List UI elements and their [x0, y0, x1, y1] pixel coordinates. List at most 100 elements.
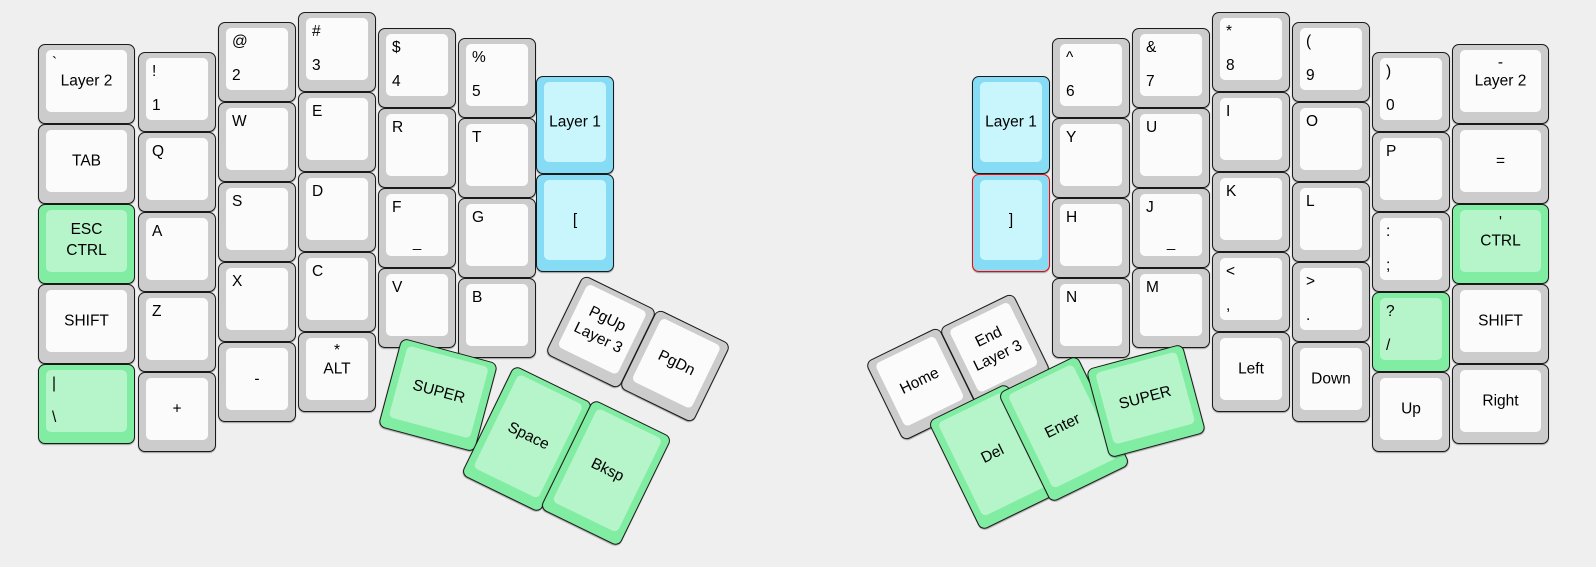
- key-5[interactable]: %5: [458, 38, 536, 118]
- keycap: L: [1300, 188, 1362, 250]
- key-7[interactable]: &7: [1132, 28, 1210, 108]
- key-r[interactable]: R: [378, 108, 456, 188]
- key-p[interactable]: P: [1372, 132, 1450, 212]
- key-period[interactable]: >.: [1292, 262, 1370, 342]
- keycap: D: [306, 178, 368, 240]
- key-g[interactable]: G: [458, 198, 536, 278]
- key-legend-top: N: [1066, 289, 1078, 306]
- key-quote-ctrl[interactable]: 'CTRL: [1452, 204, 1549, 284]
- key-plus[interactable]: +: [138, 372, 216, 452]
- key-legend-top: <: [1226, 263, 1236, 280]
- key-w[interactable]: W: [218, 102, 296, 182]
- keycap: Right: [1460, 370, 1541, 432]
- key-legend-top: %: [472, 49, 486, 66]
- key-slash[interactable]: ?/: [1372, 292, 1450, 372]
- key-legend-center: ALT: [323, 360, 351, 378]
- keycap: O: [1300, 108, 1362, 170]
- key-esc-ctrl[interactable]: ESC CTRL: [38, 204, 135, 284]
- keycap: SUPER: [388, 345, 489, 439]
- key-right[interactable]: Right: [1452, 364, 1549, 444]
- key-pipe-backslash[interactable]: |\: [38, 364, 135, 444]
- key-s[interactable]: S: [218, 182, 296, 262]
- key-legend-center: SUPER: [410, 376, 467, 407]
- key-legend-top: M: [1146, 279, 1159, 296]
- key-bracket-left[interactable]: [: [536, 174, 614, 272]
- key-shift-right[interactable]: SHIFT: [1452, 284, 1549, 364]
- key-legend-bottom: 7: [1146, 72, 1155, 90]
- keycap: !1: [146, 58, 208, 120]
- key-k[interactable]: K: [1212, 172, 1290, 252]
- key-legend-top: X: [232, 273, 243, 290]
- keycap: Up: [1380, 378, 1442, 440]
- key-j[interactable]: J_: [1132, 188, 1210, 268]
- key-bracket-right[interactable]: ]: [972, 174, 1050, 272]
- key-h[interactable]: H: [1052, 198, 1130, 278]
- keycap: ESC CTRL: [46, 210, 127, 272]
- key-v[interactable]: V: [378, 268, 456, 348]
- key-semicolon[interactable]: :;: [1372, 212, 1450, 292]
- key-y[interactable]: Y: [1052, 118, 1130, 198]
- keycap: V: [386, 274, 448, 336]
- key-down[interactable]: Down: [1292, 342, 1370, 422]
- key-legend-stacked: End Layer 3: [970, 323, 1025, 375]
- key-z[interactable]: Z: [138, 292, 216, 372]
- key-minus[interactable]: -: [218, 342, 296, 422]
- keycap: Layer 1: [544, 82, 606, 162]
- key-x[interactable]: X: [218, 262, 296, 342]
- key-u[interactable]: U: [1132, 108, 1210, 188]
- keycap: &7: [1140, 34, 1202, 96]
- key-d[interactable]: D: [298, 172, 376, 252]
- key-c[interactable]: C: [298, 252, 376, 332]
- key-o[interactable]: O: [1292, 102, 1370, 182]
- keycap: |\: [46, 370, 127, 432]
- key-up[interactable]: Up: [1372, 372, 1450, 452]
- key-e[interactable]: E: [298, 92, 376, 172]
- key-4[interactable]: $4: [378, 28, 456, 108]
- keycap: >.: [1300, 268, 1362, 330]
- key-legend-center: Layer 2: [1474, 72, 1527, 90]
- key-8[interactable]: *8: [1212, 12, 1290, 92]
- key-f[interactable]: F_: [378, 188, 456, 268]
- key-tab[interactable]: TAB: [38, 124, 135, 204]
- key-l[interactable]: L: [1292, 182, 1370, 262]
- key-legend-top: F: [392, 199, 402, 216]
- keycap: I: [1220, 98, 1282, 160]
- key-legend-top: L: [1306, 193, 1315, 210]
- key-legend-bottom: 2: [232, 66, 241, 84]
- key-legend-bottom: ,: [1226, 296, 1231, 314]
- key-9[interactable]: (9: [1292, 22, 1370, 102]
- key-legend-bottom: \: [52, 408, 57, 426]
- key-1[interactable]: !1: [138, 52, 216, 132]
- key-2[interactable]: @2: [218, 22, 296, 102]
- key-m[interactable]: M: [1132, 268, 1210, 348]
- key-legend-bottom: .: [1306, 306, 1311, 324]
- key-a[interactable]: A: [138, 212, 216, 292]
- key-comma[interactable]: <,: [1212, 252, 1290, 332]
- key-shift[interactable]: SHIFT: [38, 284, 135, 364]
- key-6[interactable]: ^6: [1052, 38, 1130, 118]
- key-alt[interactable]: *ALT: [298, 332, 376, 412]
- key-n[interactable]: N: [1052, 278, 1130, 358]
- key-legend-stacked: ESC CTRL: [66, 221, 107, 259]
- key-layer1-left[interactable]: Layer 1: [536, 76, 614, 174]
- keycap: J_: [1140, 194, 1202, 256]
- key-3[interactable]: #3: [298, 12, 376, 92]
- key-legend-top-center: -: [1497, 54, 1504, 71]
- key-legend-center: Space: [504, 418, 552, 454]
- key-t[interactable]: T: [458, 118, 536, 198]
- key-legend-top: V: [392, 279, 403, 296]
- keycap: SHIFT: [46, 290, 127, 352]
- key-layer1-right[interactable]: Layer 1: [972, 76, 1050, 174]
- keycap: B: [466, 284, 528, 346]
- key-i[interactable]: I: [1212, 92, 1290, 172]
- key-equal[interactable]: =: [1452, 124, 1549, 204]
- key-minus-layer2[interactable]: -Layer 2: [1452, 44, 1549, 124]
- key-b[interactable]: B: [458, 278, 536, 358]
- key-q[interactable]: Q: [138, 132, 216, 212]
- key-left[interactable]: Left: [1212, 332, 1290, 412]
- key-grave-layer2[interactable]: `Layer 2: [38, 44, 135, 124]
- keycap: <,: [1220, 258, 1282, 320]
- key-0[interactable]: )0: [1372, 52, 1450, 132]
- keycap: )0: [1380, 58, 1442, 120]
- key-legend-center: -: [254, 370, 260, 388]
